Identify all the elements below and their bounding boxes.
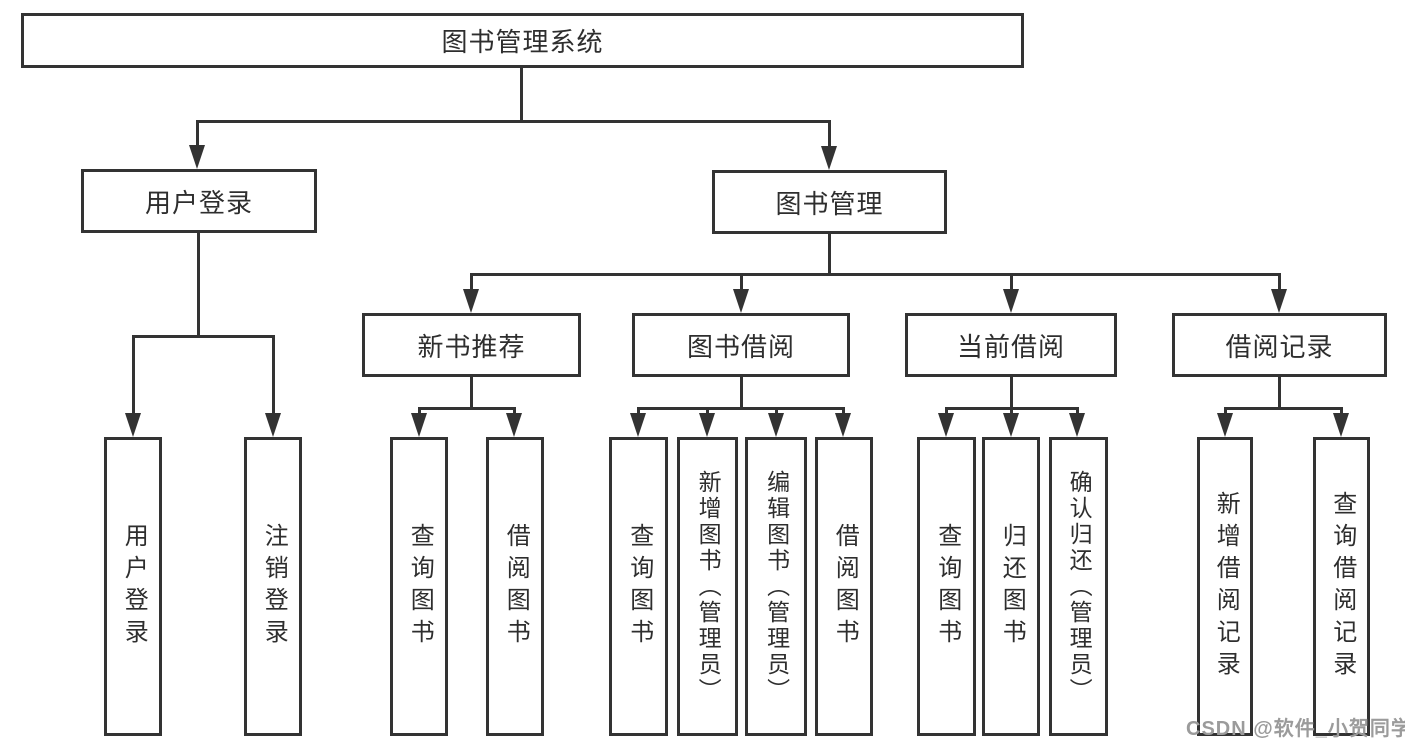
node-book-management: 图书管理 [712,170,947,234]
connector-to-book-borrowing [740,273,743,293]
arrowhead-records-add [1217,413,1233,437]
node-user-login-leaf-label: 用户登录 [120,522,148,651]
node-new-book-recommend-label: 新书推荐 [417,331,526,362]
node-borrowing-add-books-label: 新增图书（管理员） [695,469,722,704]
arrowhead-records-query [1333,413,1349,437]
node-records-query-record: 查询借阅记录 [1313,437,1370,736]
arrowhead-borrowing-add [699,413,715,437]
node-borrowing-add-books: 新增图书（管理员） [677,437,738,736]
arrowhead-borrowing-edit [768,413,784,437]
node-root: 图书管理系统 [21,13,1024,68]
connector-to-new-book-recommend [470,273,473,293]
arrowhead-borrowing-query [630,413,646,437]
arrowhead-book-management [821,146,837,170]
connector-to-borrowing-add [706,407,709,417]
connector-user-login-stem [197,233,200,335]
arrowhead-borrowing-borrow [835,413,851,437]
connector-to-borrowing-edit [775,407,778,417]
node-recommend-query-books-label: 查询图书 [406,522,434,651]
connector-root-stem [520,68,523,120]
watermark: CSDN @软件_小贺同学 [1186,718,1405,740]
arrowhead-book-borrowing [733,289,749,313]
node-recommend-borrow-books-label: 借阅图书 [502,522,530,651]
connector-to-current-confirm [1076,407,1079,417]
node-recommend-borrow-books: 借阅图书 [486,437,544,736]
node-borrowing-borrow-books-label: 借阅图书 [831,522,859,651]
connector-to-recommend-query [418,407,421,417]
arrowhead-current-return [1003,413,1019,437]
node-user-login: 用户登录 [81,169,317,233]
node-current-query-books-label: 查询图书 [933,522,961,651]
connector-to-user-login-leaf [132,335,135,417]
node-borrowing-records-label: 借阅记录 [1225,331,1334,362]
arrowhead-current-query [938,413,954,437]
node-current-return-books-label: 归还图书 [998,522,1026,651]
node-records-query-record-label: 查询借阅记录 [1328,490,1356,683]
node-root-label: 图书管理系统 [441,27,604,57]
connector-to-current-return [1010,407,1013,417]
arrowhead-user-login-leaf [125,413,141,437]
connector-to-borrowing-records [1278,273,1281,293]
node-book-borrowing: 图书借阅 [632,313,850,377]
node-current-confirm-return-label: 确认归还（管理员） [1066,469,1093,704]
connector-to-logout-leaf [272,335,275,417]
arrowhead-user-login [189,145,205,169]
connector-to-user-login [196,120,199,148]
node-logout-leaf-label: 注销登录 [260,522,288,651]
connector-recommend-branch [418,407,516,410]
node-borrowing-edit-books: 编辑图书（管理员） [745,437,807,736]
arrowhead-recommend-query [411,413,427,437]
connector-current-stem [1010,377,1013,407]
node-borrowing-query-books: 查询图书 [609,437,668,736]
node-borrowing-edit-books-label: 编辑图书（管理员） [763,469,790,704]
node-current-return-books: 归还图书 [982,437,1040,736]
node-current-borrowing: 当前借阅 [905,313,1117,377]
node-user-login-leaf: 用户登录 [104,437,162,736]
node-book-borrowing-label: 图书借阅 [686,331,795,362]
node-current-borrowing-label: 当前借阅 [956,331,1065,362]
node-borrowing-records: 借阅记录 [1172,313,1387,377]
node-records-add-record: 新增借阅记录 [1197,437,1253,736]
connector-root-branch [196,120,831,123]
node-current-confirm-return: 确认归还（管理员） [1049,437,1108,736]
node-recommend-query-books: 查询图书 [390,437,448,736]
connector-to-book-management [828,120,831,148]
arrowhead-recommend-borrow [506,413,522,437]
arrowhead-new-book-recommend [463,289,479,313]
node-user-login-label: 用户登录 [144,187,253,218]
arrowhead-borrowing-records [1271,289,1287,313]
connector-user-login-branch [132,335,275,338]
node-logout-leaf: 注销登录 [244,437,302,736]
arrowhead-logout-leaf [265,413,281,437]
connector-to-records-query [1340,407,1343,417]
node-records-add-record-label: 新增借阅记录 [1212,490,1240,683]
connector-to-borrowing-query [637,407,640,417]
node-book-management-label: 图书管理 [775,188,884,219]
connector-to-records-add [1224,407,1227,417]
node-borrowing-borrow-books: 借阅图书 [815,437,873,736]
arrowhead-current-confirm [1069,413,1085,437]
node-current-query-books: 查询图书 [917,437,976,736]
node-borrowing-query-books-label: 查询图书 [625,522,653,651]
connector-records-branch [1224,407,1342,410]
connector-recommend-stem [470,377,473,407]
arrowhead-current-borrowing [1003,289,1019,313]
node-new-book-recommend: 新书推荐 [362,313,581,377]
connector-to-borrowing-borrow [842,407,845,417]
connector-borrowing-branch [637,407,844,410]
connector-to-current-query [945,407,948,417]
connector-to-recommend-borrow [513,407,516,417]
connector-records-stem [1278,377,1281,407]
connector-book-management-branch [470,273,1280,276]
connector-borrowing-stem [740,377,743,407]
connector-book-management-stem [828,234,831,273]
connector-to-current-borrowing [1010,273,1013,293]
